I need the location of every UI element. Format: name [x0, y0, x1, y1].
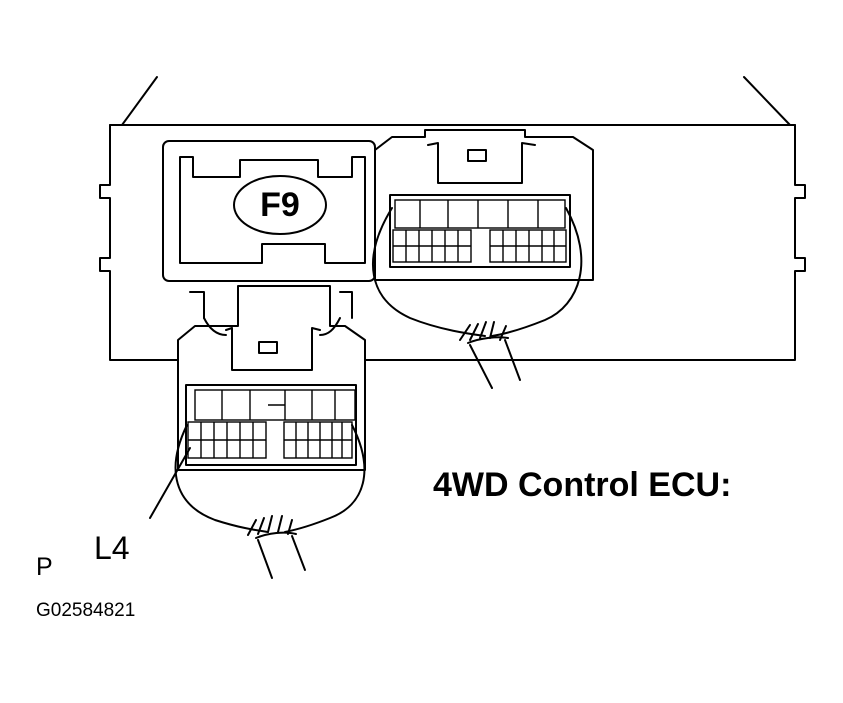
- view-marker: P: [36, 553, 53, 581]
- f9-label-oval: [233, 175, 327, 235]
- ecu-housing: [99, 76, 806, 361]
- right-connector: [372, 129, 594, 389]
- l4-harness-outline: [174, 424, 269, 533]
- l4-leader-line: [149, 447, 191, 519]
- l4-connector-label: L4: [94, 530, 130, 566]
- right-cable: [469, 339, 521, 389]
- l4-connector: [149, 285, 366, 579]
- figure-code: G02584821: [36, 600, 136, 621]
- right-harness-outline: [372, 207, 486, 337]
- diagram-title: 4WD Control ECU:: [433, 466, 732, 504]
- l4-terminal-grid: [187, 389, 356, 459]
- l4-cable: [257, 535, 306, 579]
- right-terminal-grid: [392, 199, 567, 263]
- f9-connector-label: F9: [260, 186, 300, 224]
